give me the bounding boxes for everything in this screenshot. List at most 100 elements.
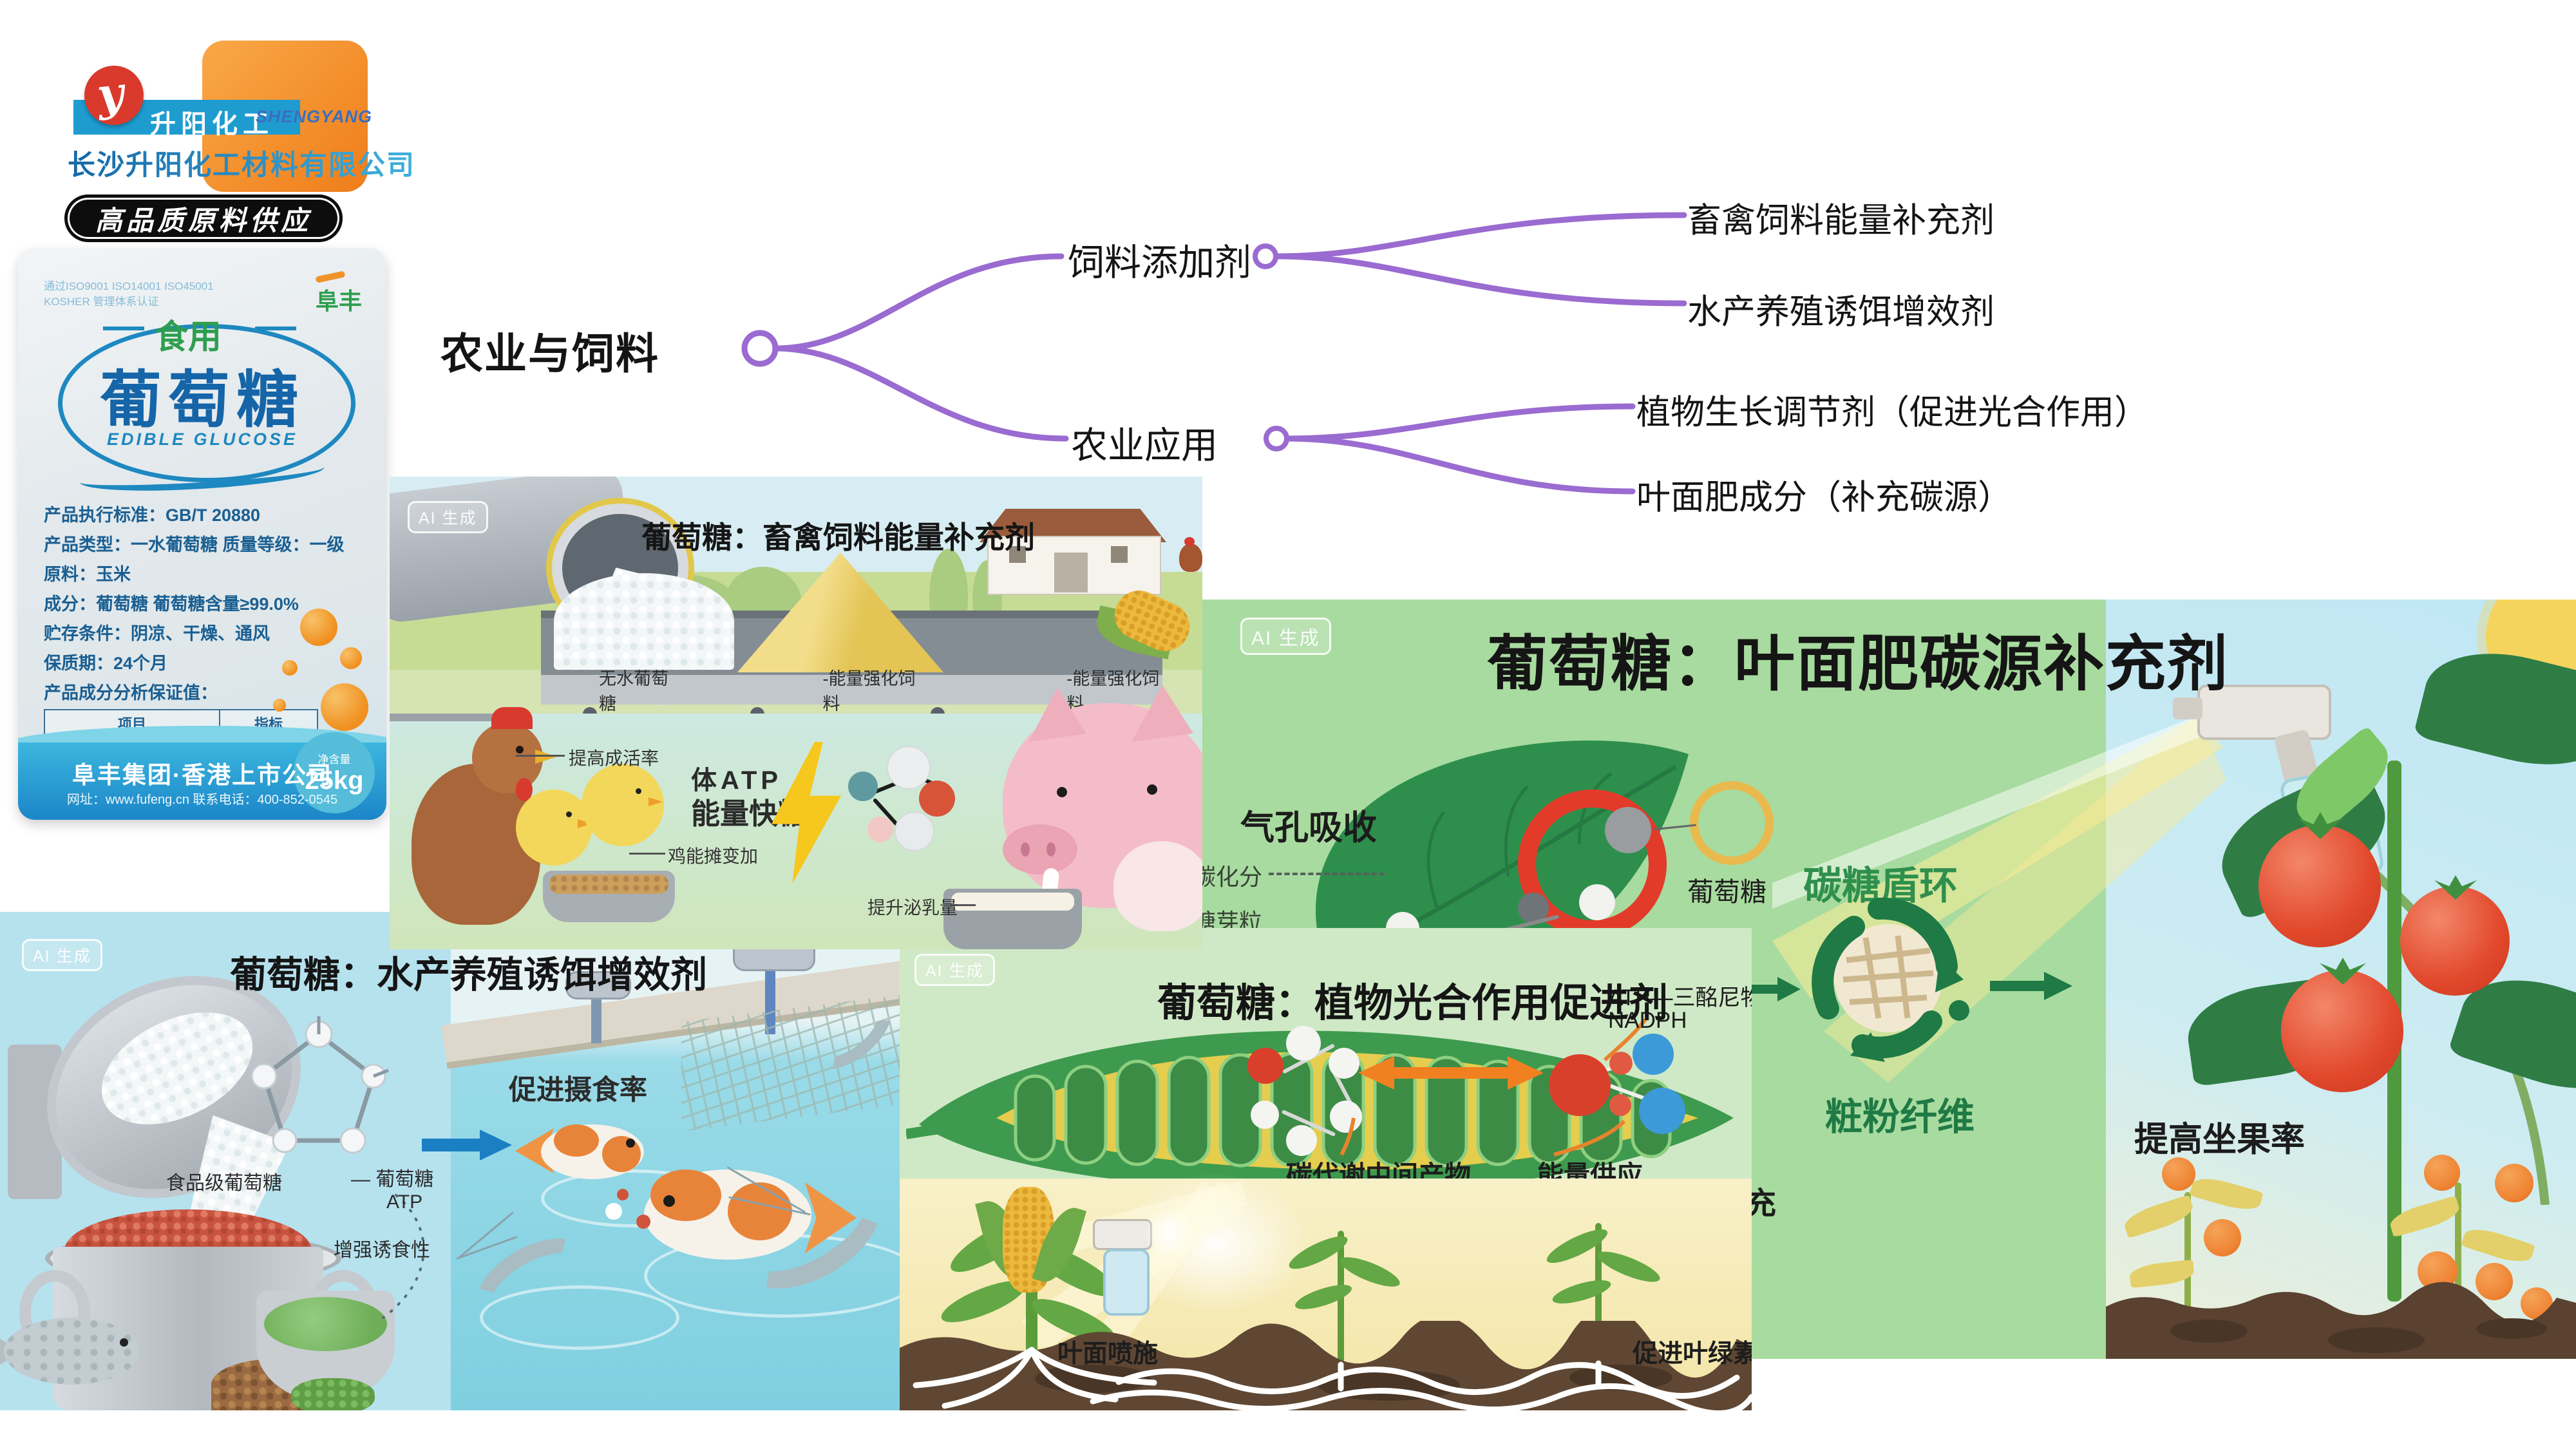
orange-leader-lines xyxy=(1340,1018,1647,1157)
bait-pellet xyxy=(617,1189,629,1200)
mindmap-leaf-livestock: 畜禽饲料能量补充剂 xyxy=(1687,202,1994,240)
atp-label: ATP xyxy=(386,1191,423,1213)
carbon-fragment-label: 碳化分 xyxy=(1193,864,1263,890)
nadph-label: NADPH xyxy=(1608,1008,1687,1033)
bag-oval-frame xyxy=(58,324,355,482)
photosynthesis-illustration: ATP—三酩尼物胺 NADPH 碳代谢中间产物 能量供应 xyxy=(900,928,1752,1410)
foliar-card-title: 葡萄糖：叶面肥碳源补充剂 xyxy=(1487,630,2230,697)
glucose-label: 葡萄糖 xyxy=(1687,877,1766,907)
flow-arrow xyxy=(1745,985,1779,994)
attract-label: 增强诱食性 xyxy=(334,1240,430,1261)
gray-fish xyxy=(4,1318,139,1385)
chick-feed-bowl xyxy=(543,871,675,922)
glucose-circle-outline xyxy=(1690,781,1774,865)
leader-line xyxy=(516,755,565,757)
molecule-ball xyxy=(1286,1026,1321,1061)
dash-leader xyxy=(1269,873,1385,875)
molecule-ball xyxy=(1579,884,1615,920)
mindmap-branch-agri: 农业应用 xyxy=(1071,425,1218,466)
logo-circle-icon xyxy=(84,66,144,125)
molecule-ball xyxy=(1251,1101,1279,1129)
bag-spec-lines: 产品执行标准：GB/T 20880 产品类型：一水葡萄糖 质量等级：一级 原料：… xyxy=(44,506,345,703)
pig-snout xyxy=(1003,824,1077,875)
atp-label: ATP—三酩尼物胺 xyxy=(1608,985,1752,1010)
barn-window xyxy=(1009,546,1026,563)
brand-logo-block: y 升阳化工 SHENGYANG 长沙升阳化工材料有限公司 高品质原料供应 xyxy=(48,26,414,258)
bubble xyxy=(605,1203,622,1220)
piglet xyxy=(1113,841,1202,931)
spray-bottle xyxy=(1103,1249,1150,1316)
hen-head xyxy=(472,723,543,793)
mindmap-branch-lines xyxy=(741,212,1687,495)
koi-patch xyxy=(554,1124,599,1157)
food-glucose-label: 食品级葡萄糖 xyxy=(166,1173,282,1194)
algae-clump xyxy=(291,1378,375,1410)
tomato-fruit xyxy=(2259,825,2381,947)
ripple xyxy=(480,1285,679,1350)
ai-generated-badge: AI 生成 xyxy=(408,501,488,533)
barn-door xyxy=(1054,553,1088,592)
milk-label: 提升泌乳量 xyxy=(867,898,958,918)
ai-generated-badge: AI 生成 xyxy=(914,954,995,986)
molecule-ball xyxy=(887,746,931,790)
koi-patch xyxy=(650,1170,721,1221)
small-tomato xyxy=(2495,1164,2533,1202)
hen-comb xyxy=(491,707,533,729)
spray-mist xyxy=(1139,1211,1197,1254)
molecule-ball-red xyxy=(1549,1054,1611,1116)
survival-label: 提高成活率 xyxy=(569,748,659,768)
molecule-sketch xyxy=(251,1016,389,1154)
fiber-label: 粧粉纤维 xyxy=(1825,1096,1975,1138)
soil-with-roots xyxy=(900,1321,1752,1410)
tomato-fruit xyxy=(2281,970,2403,1092)
small-plant-stem xyxy=(2455,1182,2461,1340)
spray-gun-nozzle xyxy=(2173,697,2202,719)
molecule-ball-red xyxy=(1609,1094,1631,1116)
molecule-ball xyxy=(895,811,934,851)
mindmap-leaf-aquaculture: 水产养殖诱饵增效剂 xyxy=(1687,293,1994,331)
molecule-ball xyxy=(919,781,955,817)
rooster-icon xyxy=(1179,537,1202,572)
molecule-ball xyxy=(1330,1101,1362,1133)
pig-eye xyxy=(1147,784,1157,795)
bag-deco-line xyxy=(255,327,296,330)
chick xyxy=(516,790,592,866)
molecule-ball xyxy=(1286,1125,1317,1156)
bag-footer-contact: 网址：www.fufeng.cn 联系电话：400-852-0545 xyxy=(66,793,338,807)
bag-product-name-en: EDIBLE GLUCOSE xyxy=(106,430,298,449)
stomata-label: 气孔吸收 xyxy=(1240,809,1377,847)
hen-eye xyxy=(516,746,524,753)
logo-name-en: SHENGYANG xyxy=(256,107,373,126)
pellet-feed-pile xyxy=(949,586,1107,672)
logo-name-cn: 升阳化工 xyxy=(150,110,274,138)
koi-patch xyxy=(728,1182,792,1240)
barn-window xyxy=(1111,546,1128,563)
flow-arrow xyxy=(1990,981,2045,991)
net-weight-badge: 净含量 25kg xyxy=(294,732,375,813)
company-name: 长沙升阳化工材料有限公司 xyxy=(68,143,415,183)
fish-eye xyxy=(120,1338,128,1347)
quality-badge: 高品质原料供应 xyxy=(64,194,343,242)
small-tomato xyxy=(2162,1157,2195,1191)
molecule-dot xyxy=(282,660,298,676)
blue-arrow xyxy=(422,1139,481,1151)
molecule-ball-blue xyxy=(1633,1034,1674,1075)
quality-badge-text: 高品质原料供应 xyxy=(95,205,312,236)
small-tomato xyxy=(2424,1155,2460,1191)
molecule-ball xyxy=(867,817,893,842)
molecule-ball xyxy=(1329,1048,1359,1079)
milk-bowl xyxy=(943,889,1082,949)
ai-generated-badge: AI 生成 xyxy=(1240,618,1331,655)
koi-patch xyxy=(602,1136,641,1172)
koi-eye xyxy=(626,1139,635,1148)
leader-line xyxy=(629,853,665,855)
ai-generated-badge: AI 生成 xyxy=(22,939,102,971)
molecule-dot xyxy=(300,609,337,646)
molecule-ball xyxy=(1605,807,1651,853)
foliar-spray-label: 叶面喷施 xyxy=(1057,1340,1159,1368)
soil xyxy=(2106,1282,2576,1359)
logo-y-icon: y xyxy=(94,66,126,122)
koi-eye xyxy=(663,1195,675,1207)
